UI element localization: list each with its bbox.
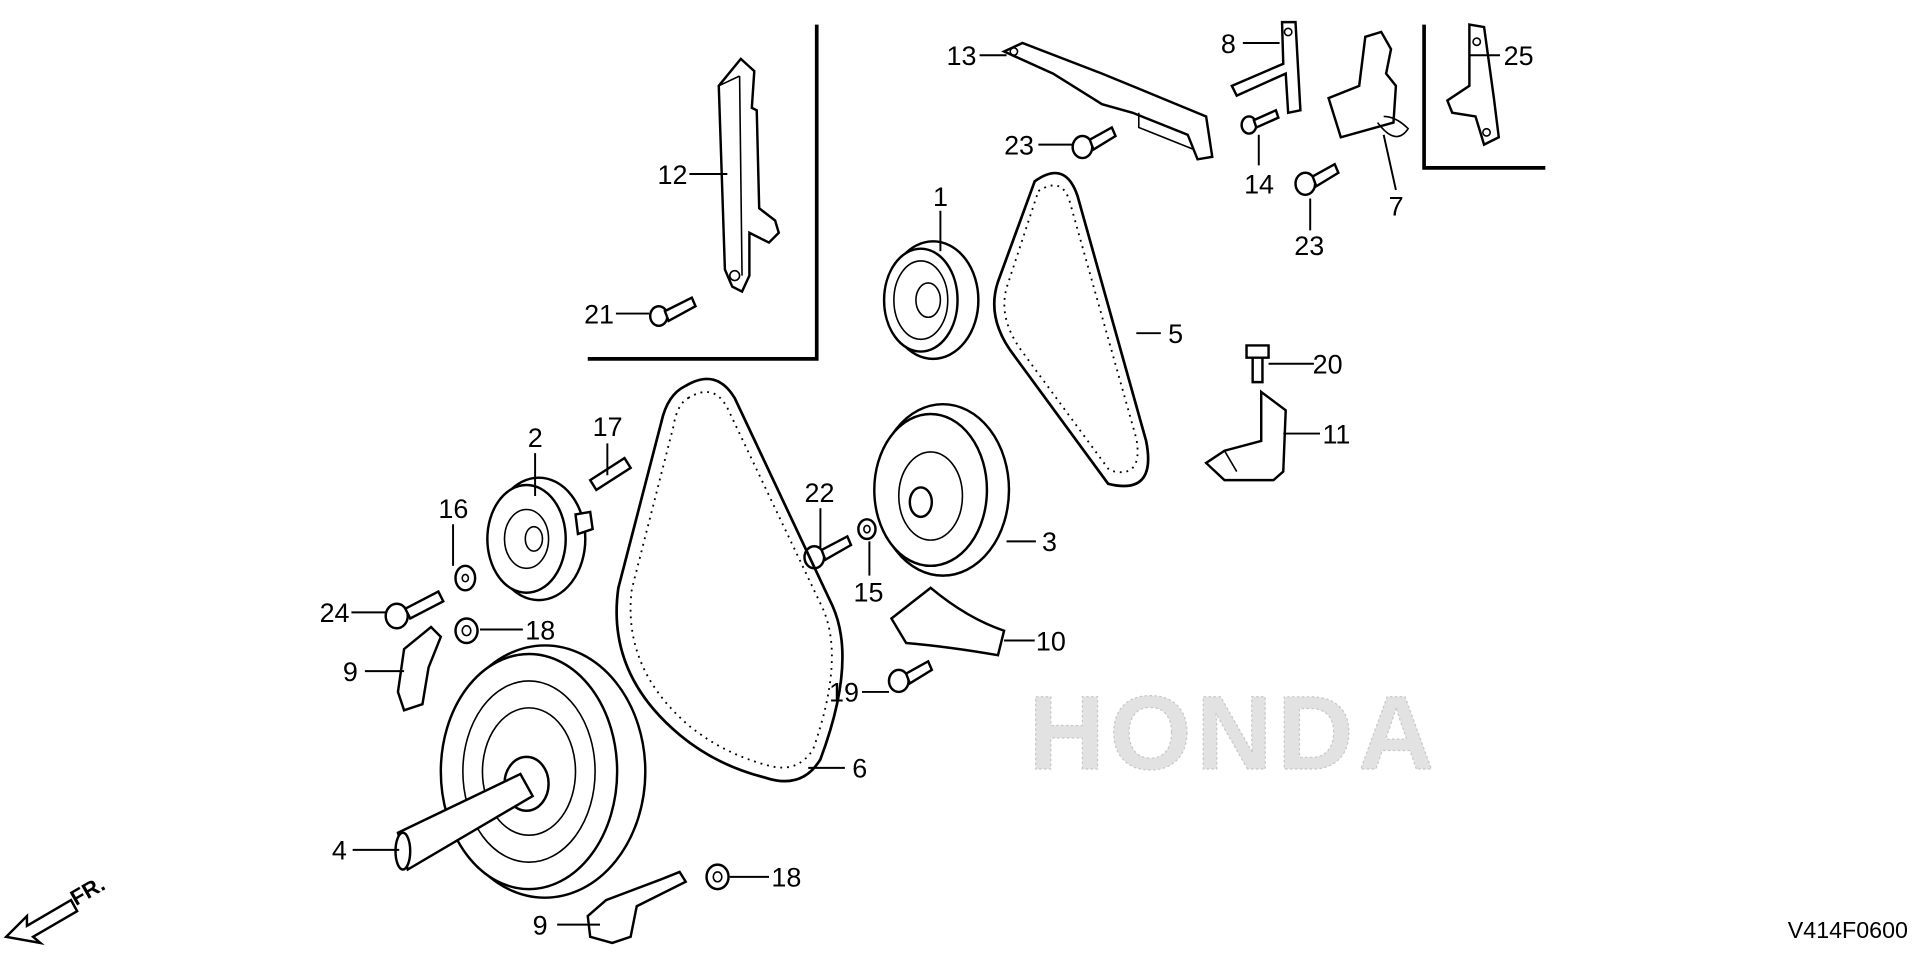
leader-lines [351, 41, 1500, 926]
callout-14[interactable]: 14 [1244, 170, 1274, 200]
callout-24[interactable]: 24 [320, 598, 350, 628]
part-12-stay[interactable] [717, 57, 781, 294]
callout-4[interactable]: 4 [332, 836, 347, 866]
callout-7[interactable]: 7 [1389, 192, 1404, 222]
part-11-bracket[interactable] [1204, 389, 1287, 482]
part-16-washer[interactable] [454, 564, 477, 592]
callout-21[interactable]: 21 [584, 299, 614, 329]
honda-watermark: HONDA [1029, 675, 1440, 792]
callout-9-upper[interactable]: 9 [343, 657, 358, 687]
callout-18-lower[interactable]: 18 [771, 863, 801, 893]
part-9-guide-lower[interactable] [586, 870, 688, 945]
callout-18-upper[interactable]: 18 [525, 615, 555, 645]
callout-23-lower[interactable]: 23 [1294, 231, 1324, 261]
callout-16[interactable]: 16 [438, 494, 468, 524]
callout-20[interactable]: 20 [1313, 350, 1343, 380]
part-23-bolt-lower[interactable] [1294, 162, 1340, 197]
front-arrow-icon [3, 898, 79, 945]
callout-10[interactable]: 10 [1036, 626, 1066, 656]
part-7-guide[interactable] [1327, 30, 1410, 139]
part-14-bolt[interactable] [1240, 108, 1280, 135]
part-6-belt[interactable] [615, 377, 844, 783]
callout-17[interactable]: 17 [593, 412, 623, 442]
part-18-nut-upper[interactable] [454, 617, 479, 645]
part-18-nut-lower[interactable] [705, 863, 730, 891]
callout-25[interactable]: 25 [1504, 41, 1534, 71]
callout-22[interactable]: 22 [804, 478, 834, 508]
callout-12[interactable]: 12 [658, 160, 688, 190]
part-5-belt[interactable] [992, 171, 1150, 488]
callout-2[interactable]: 2 [528, 423, 543, 453]
callout-6[interactable]: 6 [852, 754, 867, 784]
callout-23-upper[interactable]: 23 [1004, 130, 1034, 160]
part-3-pulley[interactable] [873, 402, 1011, 577]
group-box-left [587, 24, 819, 361]
front-direction-indicator: FR. [3, 871, 109, 945]
callout-15[interactable]: 15 [853, 577, 883, 607]
part-17-key[interactable] [588, 456, 633, 492]
part-23-bolt-upper[interactable] [1071, 125, 1118, 160]
diagram-code: V414F0600 [1788, 917, 1908, 943]
callout-11[interactable]: 11 [1322, 419, 1350, 449]
part-15-washer[interactable] [857, 518, 877, 541]
callout-8[interactable]: 8 [1221, 29, 1236, 59]
callout-19[interactable]: 19 [829, 678, 859, 708]
callout-1[interactable]: 1 [933, 182, 948, 212]
part-13-bracket[interactable] [1001, 41, 1214, 161]
part-9-guide-upper[interactable] [396, 625, 443, 712]
part-24-bolt[interactable] [384, 589, 445, 630]
callout-labels: 13 8 25 12 23 14 23 7 1 5 21 20 11 2 17 … [320, 29, 1534, 941]
part-20-bolt[interactable] [1245, 344, 1270, 384]
part-4-pulley-shaft[interactable] [394, 644, 647, 899]
part-10-cover[interactable] [889, 586, 1006, 657]
part-25-plate[interactable] [1445, 23, 1501, 147]
part-1-pulley[interactable] [882, 240, 980, 361]
callout-13[interactable]: 13 [947, 41, 977, 71]
part-8-plate[interactable] [1230, 20, 1302, 115]
callout-5[interactable]: 5 [1168, 319, 1183, 349]
callout-9-lower[interactable]: 9 [533, 910, 548, 940]
callout-3[interactable]: 3 [1042, 527, 1057, 557]
part-2-pulley[interactable] [486, 476, 595, 602]
group-box-right [1422, 24, 1546, 170]
part-21-bolt[interactable] [648, 295, 698, 328]
part-19-bolt[interactable] [887, 659, 934, 694]
